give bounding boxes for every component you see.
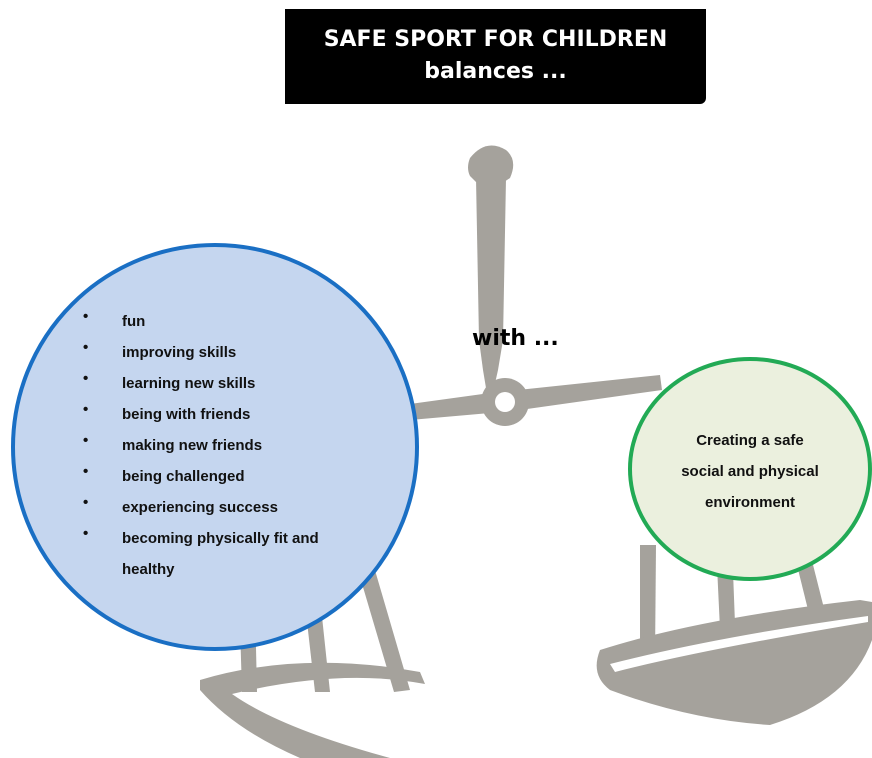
benefits-circle (11, 243, 419, 651)
bullet-icon: • (83, 463, 89, 480)
safety-circle: Creating a safe social and physical envi… (628, 357, 872, 581)
benefit-label: learning new skills (122, 375, 256, 392)
list-item: • making new friends (83, 430, 373, 461)
bullet-icon: • (83, 494, 89, 511)
list-item: • experiencing success (83, 492, 373, 523)
bullet-icon: • (83, 339, 89, 356)
bullet-icon: • (83, 525, 89, 542)
benefit-label: being challenged (122, 468, 245, 485)
list-item: • improving skills (83, 337, 373, 368)
scale-post (476, 178, 506, 388)
scale-beam-right (518, 375, 662, 410)
bullet-icon: • (83, 308, 89, 325)
bullet-icon: • (83, 432, 89, 449)
benefit-label: making new friends (122, 437, 263, 454)
connector-label: with ... (472, 326, 559, 351)
left-pan (200, 662, 425, 758)
scale-post-knob (468, 145, 514, 182)
benefit-label: being with friends (122, 406, 251, 423)
benefits-list: • fun • improving skills • learning new ski… (83, 306, 373, 585)
benefit-label: becoming physically fit and healthy (122, 530, 319, 578)
bullet-icon: • (83, 370, 89, 387)
safety-label: Creating a safe social and physical envi… (681, 431, 819, 511)
bullet-icon: • (83, 401, 89, 418)
benefit-label: fun (122, 313, 146, 330)
title-line-2: balances ... (424, 59, 567, 84)
list-item: • being challenged (83, 461, 373, 492)
list-item: • fun (83, 306, 373, 337)
list-item: • becoming physically fit and healthy (83, 523, 373, 585)
benefit-label: experiencing success (122, 499, 278, 516)
scale-beam (410, 393, 490, 420)
list-item: • being with friends (83, 399, 373, 430)
left-hanger-3 (355, 560, 410, 692)
benefit-label: improving skills (122, 344, 237, 361)
title-line-1: SAFE SPORT FOR CHILDREN (323, 27, 668, 52)
right-hanger-1 (640, 545, 656, 660)
list-item: • learning new skills (83, 368, 373, 399)
title-banner: SAFE SPORT FOR CHILDREN balances ... (285, 9, 706, 104)
